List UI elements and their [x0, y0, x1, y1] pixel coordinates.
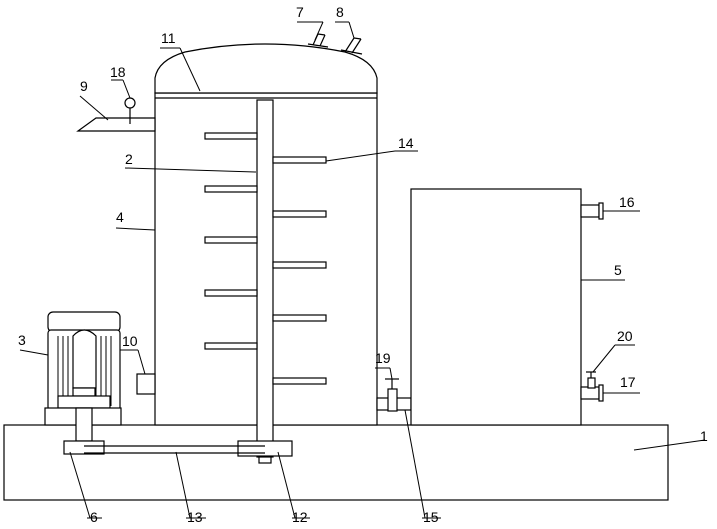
leader-lines — [19, 21, 706, 519]
outlet-valve — [387, 388, 398, 412]
label-18: 18 — [110, 64, 126, 80]
label-7: 7 — [296, 4, 304, 20]
label-16: 16 — [619, 194, 635, 210]
stirring-blades-right — [272, 156, 327, 385]
label-20: 20 — [617, 328, 633, 344]
label-17: 17 — [620, 374, 636, 390]
label-8: 8 — [336, 4, 344, 20]
feed-inlet-7 — [307, 33, 329, 48]
motor — [44, 311, 122, 442]
label-15: 15 — [423, 509, 439, 525]
tank-lid — [154, 43, 378, 94]
label-11: 11 — [161, 30, 176, 46]
inlet-pipe — [76, 117, 156, 132]
label-4: 4 — [116, 209, 124, 225]
label-2: 2 — [125, 151, 133, 167]
label-6: 6 — [90, 509, 98, 525]
lower-valve — [587, 377, 596, 389]
label-19: 19 — [375, 350, 391, 366]
stirring-blades-left — [204, 132, 258, 350]
lower-nozzle-flange — [598, 384, 604, 402]
label-1: 1 — [700, 428, 708, 444]
side-sensor — [136, 373, 156, 395]
pressure-gauge — [124, 97, 136, 109]
label-9: 9 — [80, 78, 88, 94]
storage-tank — [410, 188, 582, 426]
driven-pulley — [237, 440, 293, 457]
label-3: 3 — [18, 332, 26, 348]
base-platform — [3, 424, 669, 501]
upper-nozzle-flange — [598, 202, 604, 220]
drive-pulley — [63, 440, 105, 455]
stirring-shaft — [256, 99, 274, 458]
label-10: 10 — [122, 333, 138, 349]
feed-inlet-8 — [340, 37, 363, 55]
label-13: 13 — [187, 509, 203, 525]
upper-nozzle — [580, 204, 600, 218]
lower-nozzle — [580, 386, 600, 400]
label-14: 14 — [398, 135, 414, 151]
label-12: 12 — [292, 509, 308, 525]
label-5: 5 — [614, 262, 622, 278]
shaft-end — [258, 456, 272, 464]
